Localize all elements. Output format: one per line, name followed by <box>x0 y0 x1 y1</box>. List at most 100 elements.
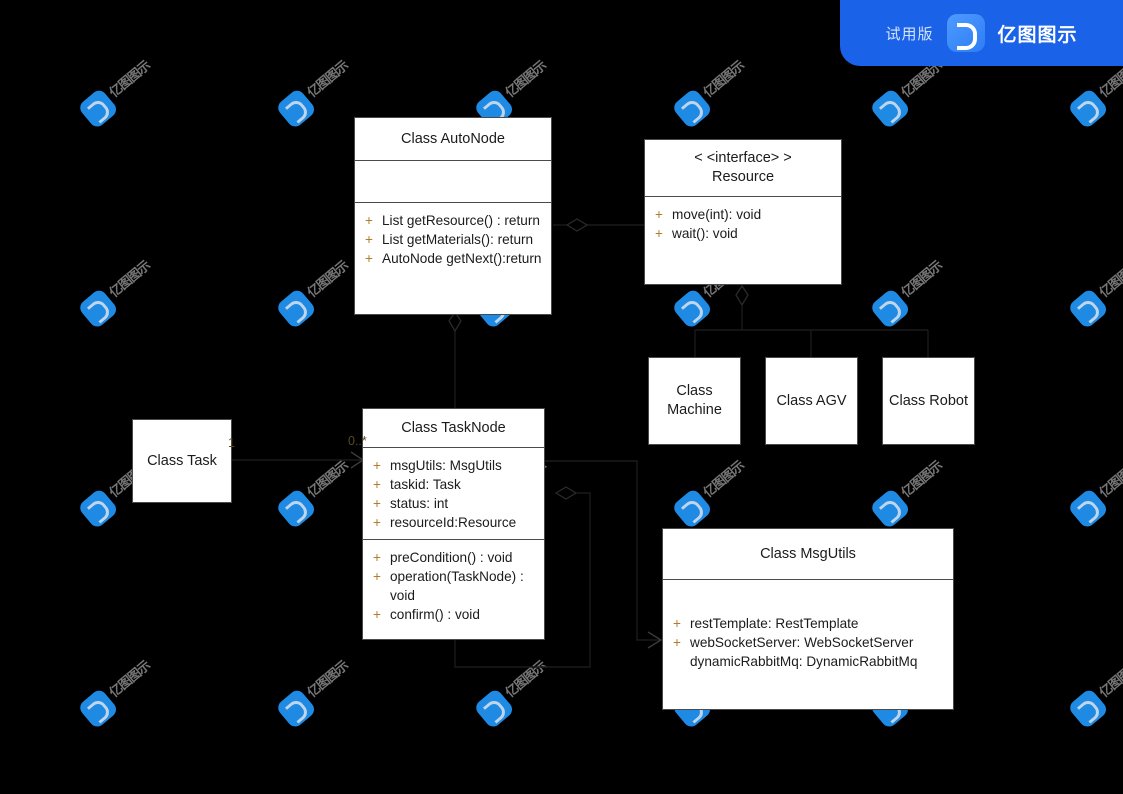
member-signature: AutoNode getNext():return <box>382 251 542 266</box>
member-signature: preCondition() : void <box>390 550 513 565</box>
edraw-watermark-logo-icon <box>76 687 120 730</box>
class-title-msgutils: Class MsgUtils <box>663 529 953 579</box>
edraw-watermark-logo-icon <box>868 87 912 130</box>
watermark-text: 亿图图示 <box>304 657 351 701</box>
watermark-tile: 亿图图示 <box>1058 225 1123 342</box>
watermark-text: 亿图图示 <box>304 57 351 101</box>
member-signature: status: int <box>390 496 449 511</box>
class-title-agv: Class AGV <box>766 358 857 444</box>
edge-task-tasknode <box>232 451 365 469</box>
member-row: + restTemplate: RestTemplate <box>673 614 947 633</box>
edraw-watermark-logo-icon <box>274 487 318 530</box>
member-row: + confirm() : void <box>373 605 538 624</box>
watermark-text: 亿图图示 <box>502 657 549 701</box>
class-box-task[interactable]: Class Task <box>132 419 232 503</box>
member-row: + msgUtils: MsgUtils <box>373 456 538 475</box>
visibility-marker: + <box>673 635 681 650</box>
class-box-autonode[interactable]: Class AutoNode + List getResource() : re… <box>354 117 552 315</box>
edraw-watermark-logo-icon <box>1066 87 1110 130</box>
visibility-marker: + <box>373 515 381 530</box>
edge-autonode-resource <box>553 218 644 232</box>
visibility-marker: + <box>373 477 381 492</box>
member-row: + taskid: Task <box>373 475 538 494</box>
member-row: + List getResource() : return <box>365 211 545 230</box>
watermark-text: 亿图图示 <box>502 57 549 101</box>
class-methods-autonode: + List getResource() : return + List get… <box>355 202 551 316</box>
visibility-marker: + <box>373 550 381 565</box>
watermark-text: 亿图图示 <box>898 457 945 501</box>
edraw-watermark-logo-icon <box>670 87 714 130</box>
watermark-text: 亿图图示 <box>304 457 351 501</box>
edraw-watermark-logo-icon <box>274 687 318 730</box>
watermark-text: 亿图图示 <box>1096 257 1123 301</box>
watermark-tile: 亿图图示 <box>266 625 389 742</box>
class-box-tasknode[interactable]: Class TaskNode + msgUtils: MsgUtils + ta… <box>362 408 545 640</box>
trial-banner[interactable]: 试用版 亿图图示 <box>840 0 1123 66</box>
watermark-tile: 亿图图示 <box>68 225 191 342</box>
visibility-marker: + <box>673 616 681 631</box>
class-attributes-msgutils: + restTemplate: RestTemplate + webSocket… <box>663 579 953 711</box>
class-methods-tasknode: + preCondition() : void + operation(Task… <box>363 539 544 641</box>
watermark-text: 亿图图示 <box>106 257 153 301</box>
class-box-msgutils[interactable]: Class MsgUtils + restTemplate: RestTempl… <box>662 528 954 710</box>
edraw-watermark-logo-icon <box>1066 487 1110 530</box>
watermark-tile: 亿图图示 <box>68 625 191 742</box>
edraw-watermark-logo-icon <box>1066 687 1110 730</box>
class-attributes-tasknode: + msgUtils: MsgUtils + taskid: Task + st… <box>363 447 544 539</box>
edraw-watermark-logo-icon <box>670 487 714 530</box>
member-signature: resourceId:Resource <box>390 515 517 530</box>
member-row: + operation(TaskNode) : void <box>373 567 538 605</box>
class-box-agv[interactable]: Class AGV <box>765 357 858 445</box>
member-row: + List getMaterials(): return <box>365 230 545 249</box>
watermark-text: 亿图图示 <box>700 457 747 501</box>
visibility-marker: + <box>655 207 663 222</box>
member-signature: List getMaterials(): return <box>382 232 534 247</box>
edraw-watermark-logo-icon <box>76 87 120 130</box>
visibility-marker: + <box>373 607 381 622</box>
member-signature: confirm() : void <box>390 607 480 622</box>
edge-label-tasknode-multiplicity: 0..* <box>348 434 367 448</box>
class-title-tasknode: Class TaskNode <box>363 409 544 447</box>
visibility-marker: + <box>365 232 373 247</box>
member-row: + resourceId:Resource <box>373 513 538 532</box>
visibility-marker: + <box>365 213 373 228</box>
class-name-resource: Resource <box>711 169 775 185</box>
class-box-resource[interactable]: < <interface> > Resource + move(int): vo… <box>644 139 842 285</box>
member-row: + move(int): void <box>655 205 835 224</box>
watermark-tile: 亿图图示 <box>464 625 587 742</box>
watermark-tile: 亿图图示 <box>1058 425 1123 542</box>
member-row: + status: int <box>373 494 538 513</box>
visibility-marker: + <box>655 226 663 241</box>
edraw-watermark-logo-icon <box>670 287 714 330</box>
edge-autonode-tasknode <box>448 310 462 408</box>
member-row: + preCondition() : void <box>373 548 538 567</box>
watermark-text: 亿图图示 <box>304 257 351 301</box>
class-title-autonode: Class AutoNode <box>355 118 551 160</box>
class-name-robot: Class Robot <box>889 392 968 409</box>
watermark-tile: 亿图图示 <box>662 25 785 142</box>
edge-resource-subclasses <box>694 284 929 357</box>
member-row: dynamicRabbitMq: DynamicRabbitMq <box>673 652 947 671</box>
visibility-marker: + <box>373 458 381 473</box>
member-signature: msgUtils: MsgUtils <box>390 458 502 473</box>
class-box-machine[interactable]: Class Machine <box>648 357 741 445</box>
trial-label: 试用版 <box>885 25 934 43</box>
member-signature: webSocketServer: WebSocketServer <box>690 635 914 650</box>
class-methods-resource: + move(int): void + wait(): void <box>645 196 841 286</box>
edraw-watermark-logo-icon <box>868 287 912 330</box>
member-row: + wait(): void <box>655 224 835 243</box>
edge-label-task-multiplicity: 1 <box>228 436 235 450</box>
class-title-robot: Class Robot <box>883 358 974 444</box>
member-signature: List getResource() : return <box>382 213 540 228</box>
member-signature: operation(TaskNode) : void <box>390 569 524 603</box>
edraw-watermark-logo-icon <box>76 287 120 330</box>
class-title-machine: Class Machine <box>649 358 740 444</box>
member-signature: taskid: Task <box>390 477 461 492</box>
edraw-watermark-logo-icon <box>868 487 912 530</box>
visibility-marker: + <box>373 496 381 511</box>
class-title-resource: < <interface> > Resource <box>645 140 841 196</box>
watermark-tile: 亿图图示 <box>68 25 191 142</box>
class-attributes-autonode <box>355 160 551 202</box>
class-box-robot[interactable]: Class Robot <box>882 357 975 445</box>
